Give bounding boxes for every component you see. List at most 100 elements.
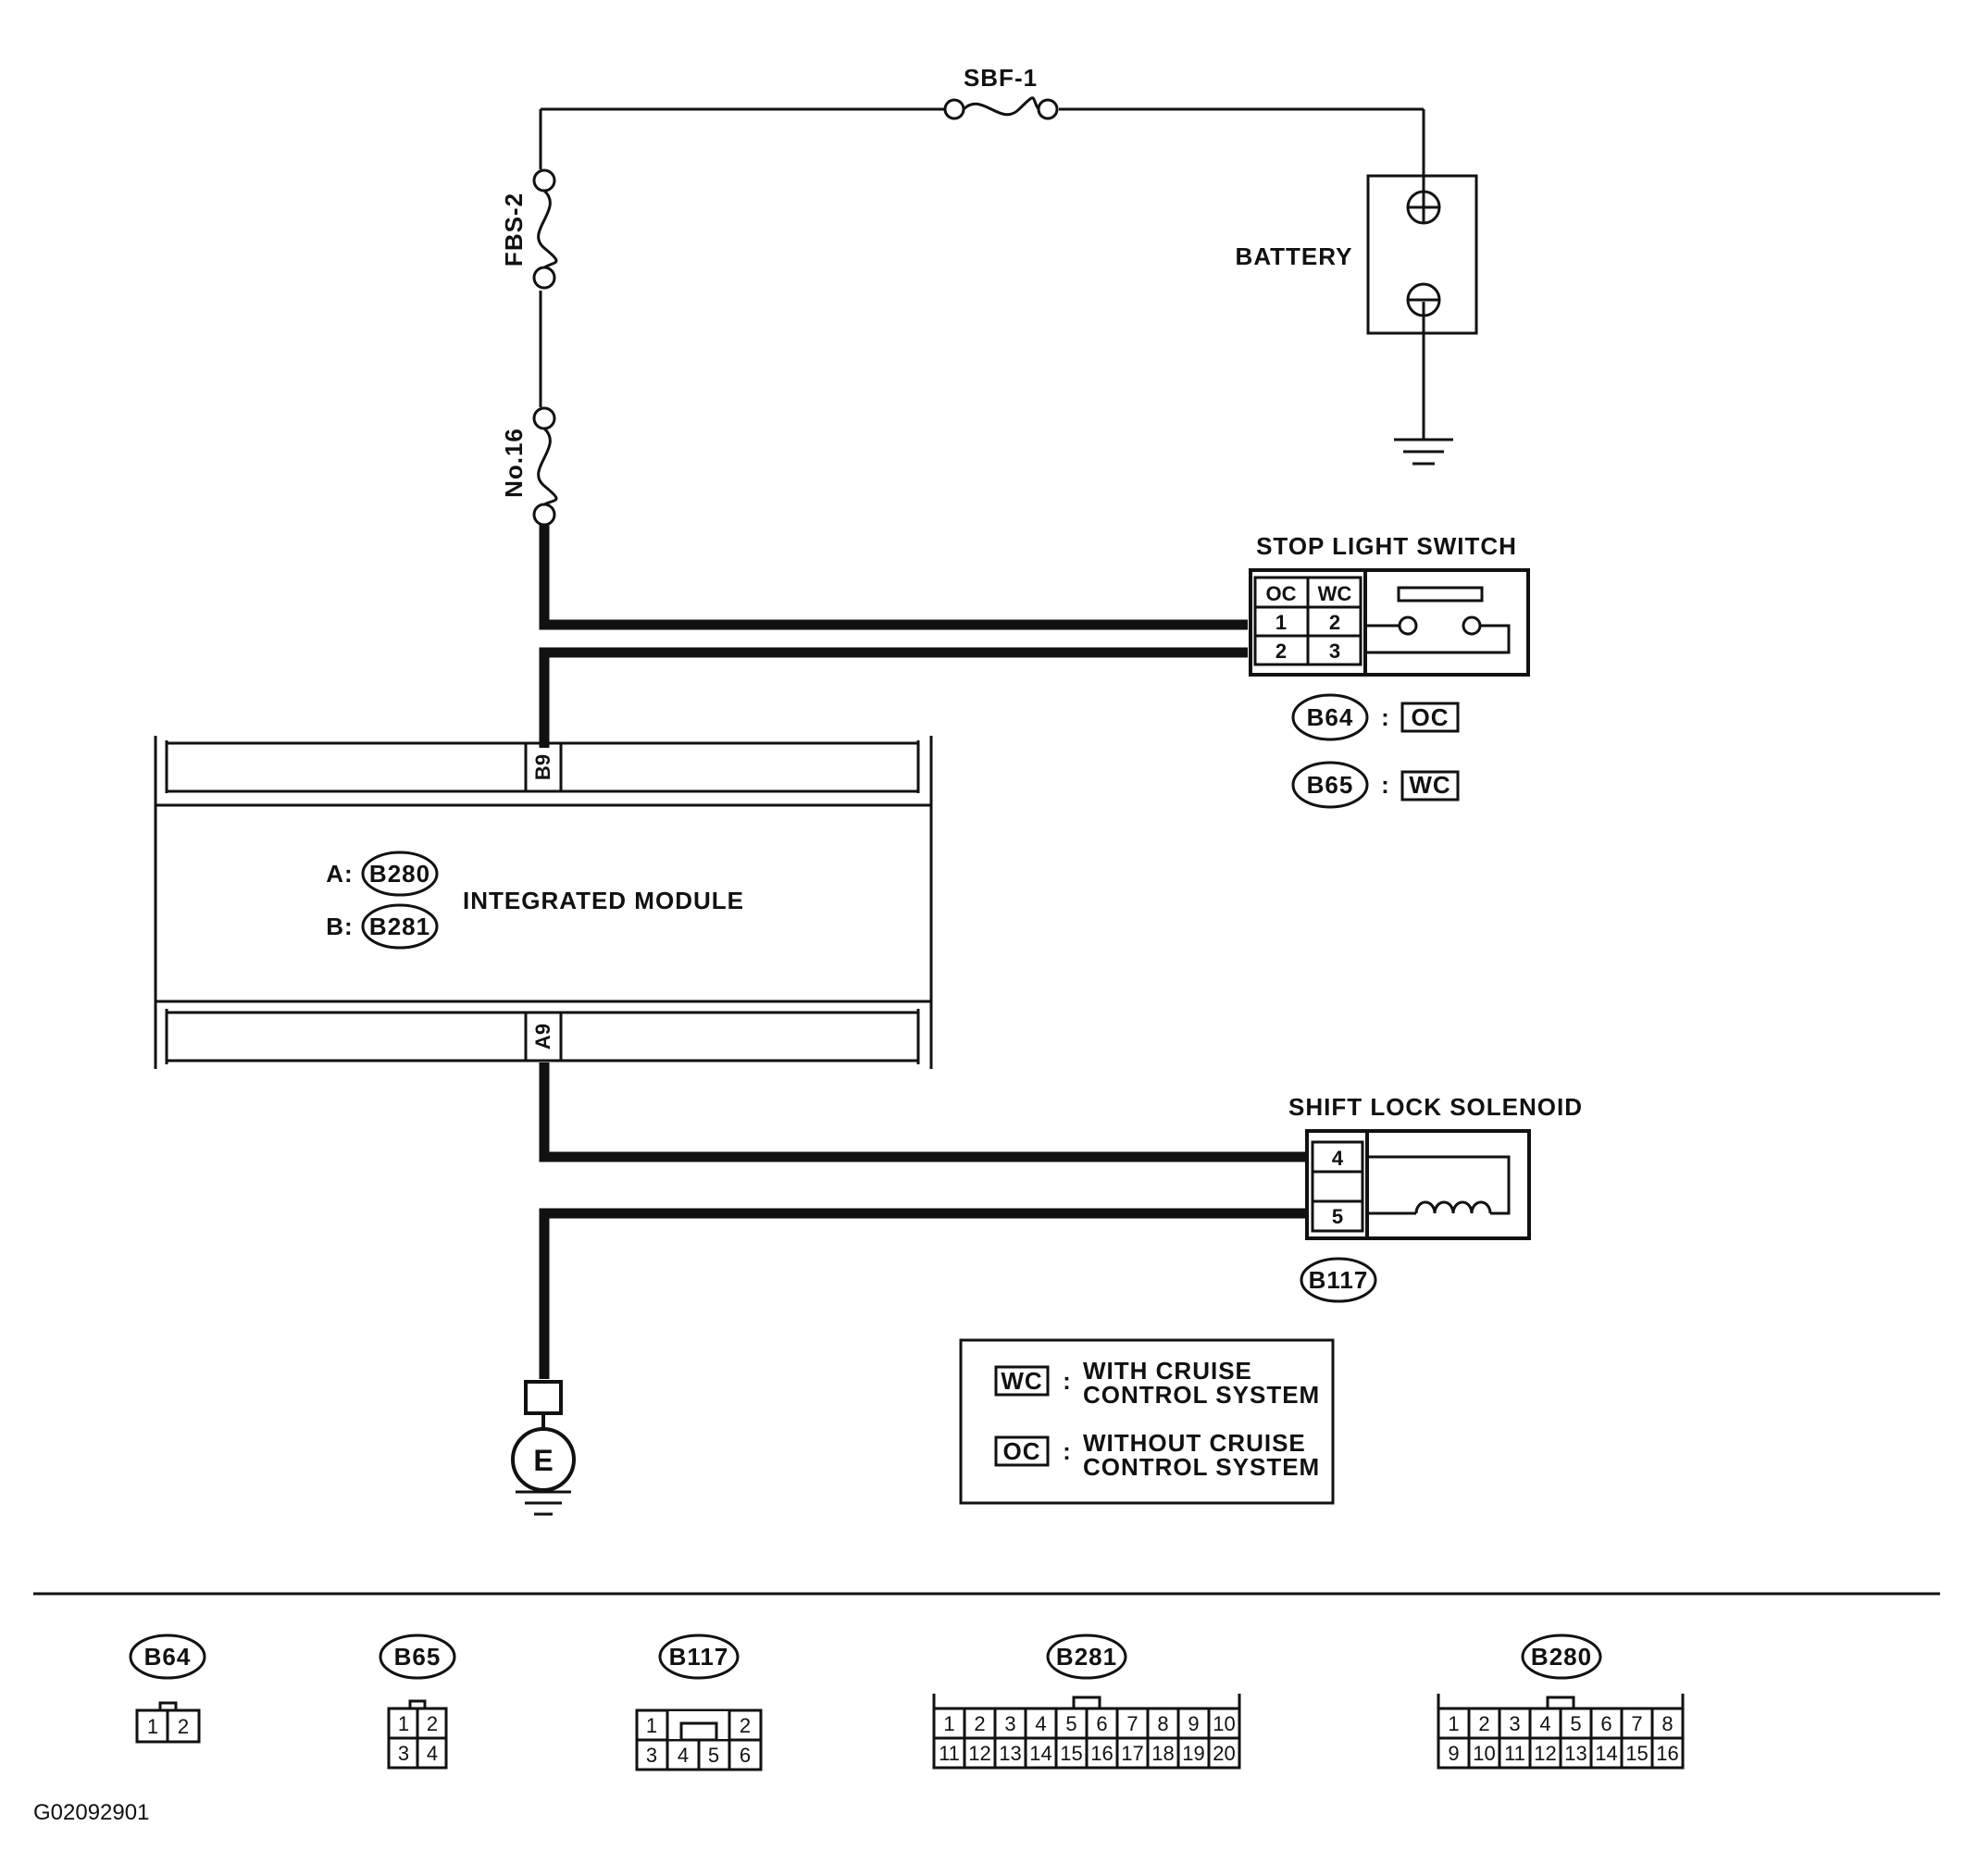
stop-light-switch-wc-pin-2: 3: [1329, 640, 1340, 663]
variant-b64-tag: OC: [1412, 703, 1450, 731]
b280-pin-12: 12: [1534, 1742, 1556, 1765]
solenoid-pin-4: 4: [1332, 1147, 1344, 1170]
b64-pin-2: 2: [178, 1715, 189, 1738]
b280-pin-6: 6: [1600, 1712, 1611, 1735]
fuse-fbs-2-label: FBS-2: [500, 193, 528, 267]
b280-pin-3: 3: [1509, 1712, 1520, 1735]
connector-view-b65-name: B65: [394, 1643, 442, 1671]
fuse-fbs-2: FBS-2: [500, 168, 558, 290]
stop-light-switch-oc-header: OC: [1266, 582, 1297, 605]
b280-pin-15: 15: [1625, 1742, 1648, 1765]
b280-pin-13: 13: [1564, 1742, 1586, 1765]
b281-pin-14: 14: [1029, 1742, 1051, 1765]
connector-view-b117-name: B117: [669, 1643, 729, 1671]
b280-pin-1: 1: [1448, 1712, 1459, 1735]
b281-pin-5: 5: [1065, 1712, 1076, 1735]
b280-pin-5: 5: [1570, 1712, 1581, 1735]
variant-b64-connector: B64: [1307, 703, 1354, 731]
ground-point-e: E: [511, 1380, 576, 1516]
b280-pin-11: 11: [1504, 1742, 1525, 1765]
connector-view-b280-name: B280: [1531, 1643, 1592, 1671]
solenoid-pin-5: 5: [1332, 1205, 1343, 1228]
stop-light-switch-title: STOP LIGHT SWITCH: [1256, 532, 1517, 560]
battery: BATTERY: [1236, 174, 1478, 335]
stop-light-switch-wc-pin-1: 2: [1329, 611, 1340, 634]
b117-pin-3: 3: [646, 1744, 657, 1767]
ground-e-label: E: [533, 1444, 553, 1477]
integrated-module: B9 A9 A: B280 B: B281 INTEGRATED MODULE: [154, 736, 933, 1069]
b281-pin-1: 1: [943, 1712, 954, 1735]
b280-pin-8: 8: [1661, 1712, 1673, 1735]
fuse-no-16: No.16: [500, 406, 558, 527]
b281-pin-2: 2: [974, 1712, 985, 1735]
stop-light-switch-variant-b64: B64 : OC: [1291, 693, 1460, 741]
b65-pin-2: 2: [427, 1712, 438, 1735]
b280-pin-4: 4: [1539, 1712, 1550, 1735]
b117-pin-1: 1: [646, 1714, 657, 1737]
variant-b64-colon: :: [1381, 703, 1390, 731]
b281-pin-10: 10: [1213, 1712, 1235, 1735]
legend-wc-colon: :: [1063, 1367, 1072, 1395]
shift-lock-solenoid: SHIFT LOCK SOLENOID 4 5 B117: [1288, 1093, 1583, 1303]
module-a-label: A:: [326, 860, 353, 888]
module-pin-b9: B9: [531, 754, 554, 780]
fuse-no-16-label: No.16: [500, 428, 528, 498]
module-title: INTEGRATED MODULE: [463, 887, 744, 914]
b281-pin-9: 9: [1188, 1712, 1199, 1735]
module-b-label: B:: [326, 913, 353, 940]
legend-oc-line2: CONTROL SYSTEM: [1083, 1453, 1320, 1481]
coil-icon: [1414, 1200, 1495, 1215]
b280-pin-2: 2: [1478, 1712, 1489, 1735]
b117-pin-2: 2: [740, 1714, 751, 1737]
battery-label: BATTERY: [1236, 242, 1353, 270]
b281-pin-18: 18: [1151, 1742, 1174, 1765]
b281-pin-3: 3: [1004, 1712, 1015, 1735]
variant-b65-tag: WC: [1409, 771, 1450, 799]
b280-pin-9: 9: [1448, 1742, 1459, 1765]
connector-view-b65: B65 1 2 3 4: [379, 1634, 456, 1770]
b280-pin-16: 16: [1656, 1742, 1678, 1765]
b280-pin-14: 14: [1595, 1742, 1617, 1765]
b280-pin-10: 10: [1473, 1742, 1495, 1765]
signal-wires: [539, 525, 1307, 1379]
b65-pin-4: 4: [427, 1742, 438, 1765]
connector-view-b64-name: B64: [144, 1643, 192, 1671]
variant-b65-colon: :: [1381, 771, 1390, 799]
b281-pin-13: 13: [999, 1742, 1021, 1765]
stop-light-switch-oc-pin-2: 2: [1275, 640, 1287, 663]
legend: WC : WITH CRUISE CONTROL SYSTEM OC : WIT…: [959, 1338, 1335, 1505]
b281-pin-17: 17: [1121, 1742, 1143, 1765]
b281-pin-20: 20: [1213, 1742, 1235, 1765]
b281-pin-4: 4: [1035, 1712, 1046, 1735]
stop-light-switch-variant-b65: B65 : WC: [1291, 761, 1460, 809]
module-a-connector: B280: [369, 860, 430, 888]
connector-view-b64: B64 1 2: [129, 1634, 206, 1744]
stop-light-switch: STOP LIGHT SWITCH OC WC 1 2 2 3: [1249, 532, 1530, 677]
legend-wc-tag: WC: [1001, 1367, 1042, 1395]
b281-pin-16: 16: [1090, 1742, 1113, 1765]
variant-b65-connector: B65: [1307, 771, 1354, 799]
solenoid-connector: B117: [1309, 1266, 1369, 1294]
supply-wires: [539, 107, 1425, 440]
b281-pin-11: 11: [939, 1742, 960, 1765]
stop-light-switch-wc-header: WC: [1318, 582, 1352, 605]
fuse-sbf-1: SBF-1: [943, 64, 1059, 120]
stop-light-switch-oc-pin-1: 1: [1275, 611, 1287, 634]
module-b-connector: B281: [369, 913, 430, 940]
connector-view-b117: B117 1 2 3 4 5 6: [635, 1634, 763, 1771]
b65-pin-3: 3: [398, 1742, 409, 1765]
legend-wc-line2: CONTROL SYSTEM: [1083, 1381, 1320, 1409]
legend-oc-line1: WITHOUT CRUISE: [1083, 1429, 1306, 1457]
b281-pin-19: 19: [1182, 1742, 1204, 1765]
b281-pin-12: 12: [968, 1742, 990, 1765]
b117-pin-6: 6: [740, 1744, 751, 1767]
shift-lock-solenoid-title: SHIFT LOCK SOLENOID: [1288, 1093, 1583, 1121]
legend-oc-tag: OC: [1003, 1437, 1041, 1465]
b281-pin-8: 8: [1157, 1712, 1168, 1735]
b281-pin-7: 7: [1126, 1712, 1138, 1735]
b281-pin-6: 6: [1096, 1712, 1107, 1735]
